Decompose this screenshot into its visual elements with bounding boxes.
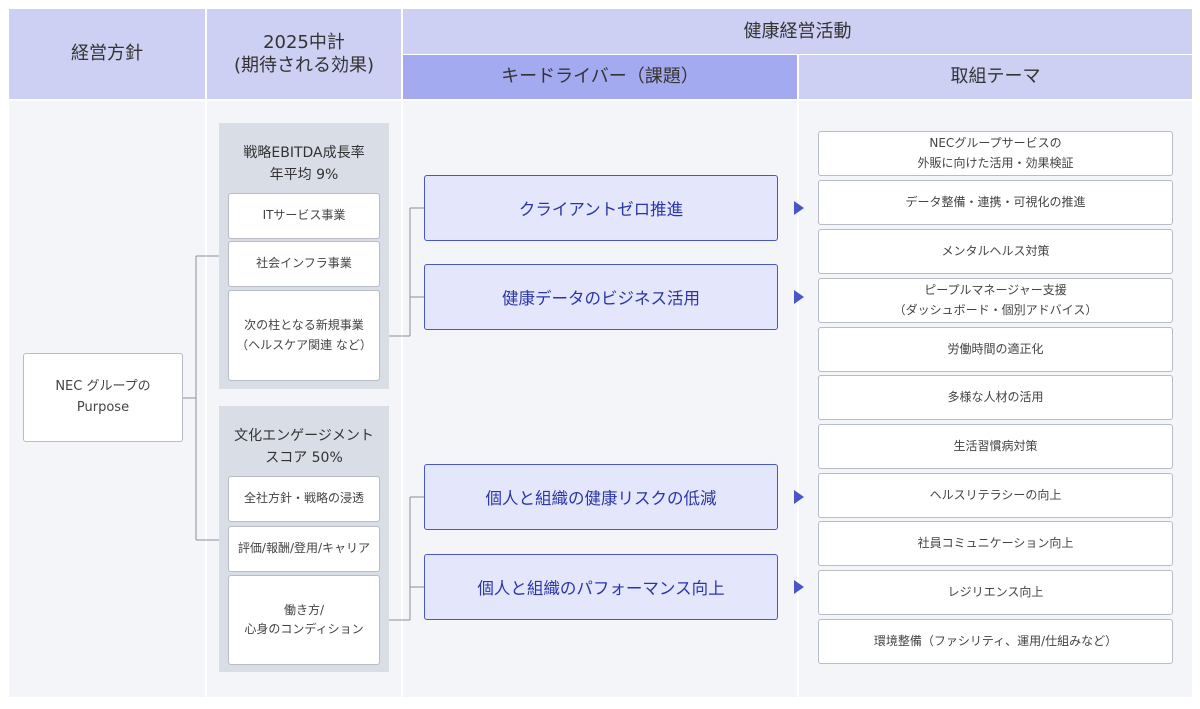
header-plan: 2025中計 (期待される効果)	[207, 9, 401, 99]
theme-label: データ整備・連携・可視化の推進	[905, 194, 1086, 209]
header-themes-label: 取組テーマ	[950, 66, 1041, 88]
theme-label: 多様な人材の活用	[947, 389, 1044, 404]
goal-item-it-services: ITサービス事業	[228, 193, 380, 239]
driver-health-data: 健康データのビジネス活用	[424, 264, 778, 330]
goal-item-label: 評価/報酬/登用/キャリア	[237, 541, 371, 556]
theme-label: 社員コミュニケーション向上	[917, 535, 1074, 550]
theme-item: 多様な人材の活用	[818, 375, 1173, 420]
driver-label: クライアントゼロ推進	[518, 200, 684, 219]
connector-purpose-panels	[183, 255, 220, 541]
purpose-label: NEC グループの Purpose	[55, 378, 151, 415]
theme-label: 労働時間の適正化	[947, 341, 1044, 356]
header-activity: 健康経営活動	[403, 9, 1192, 54]
driver-label: 健康データのビジネス活用	[502, 289, 700, 308]
driver-performance: 個人と組織のパフォーマンス向上	[424, 554, 778, 620]
theme-item: 環境整備（ファシリティ、運用/仕組みなど）	[818, 619, 1173, 664]
theme-item: データ整備・連携・可視化の推進	[818, 180, 1173, 225]
connector-panel2-drivers	[380, 496, 424, 621]
goal-panel-ebitda-title: 戦略EBITDA成長率 年平均 9%	[243, 145, 365, 183]
theme-item: 労働時間の適正化	[818, 327, 1173, 372]
header-policy-label: 経営方針	[71, 43, 143, 65]
header-drivers: キードライバー（課題）	[403, 55, 797, 99]
theme-item: ピープルマネージャー支援 （ダッシュボード・個別アドバイス）	[818, 278, 1173, 323]
goal-panel-engagement-title: 文化エンゲージメント スコア 50%	[234, 428, 374, 466]
arrow-right-icon	[794, 290, 804, 304]
theme-item: レジリエンス向上	[818, 570, 1173, 615]
header-drivers-label: キードライバー（課題）	[501, 66, 699, 88]
arrow-right-icon	[794, 201, 804, 215]
purpose-box: NEC グループの Purpose	[23, 353, 183, 442]
goal-item-social-infra: 社会インフラ事業	[228, 241, 380, 287]
theme-label: ピープルマネージャー支援 （ダッシュボード・個別アドバイス）	[893, 283, 1098, 317]
goal-item-new-business: 次の柱となる新規事業 （ヘルスケア関連 など）	[228, 290, 380, 381]
theme-label: ヘルスリテラシーの向上	[929, 487, 1062, 502]
theme-item: ヘルスリテラシーの向上	[818, 473, 1173, 518]
theme-item: 社員コミュニケーション向上	[818, 521, 1173, 566]
goal-item-evaluation: 評価/報酬/登用/キャリア	[228, 526, 380, 572]
theme-item: メンタルヘルス対策	[818, 229, 1173, 274]
theme-label: 生活習慣病対策	[953, 438, 1038, 453]
header-policy: 経営方針	[9, 9, 205, 99]
goal-item-label: 次の柱となる新規事業 （ヘルスケア関連 など）	[236, 318, 372, 352]
theme-item: 生活習慣病対策	[818, 424, 1173, 469]
arrow-right-icon	[794, 580, 804, 594]
goal-item-policy-penetration: 全社方針・戦略の浸透	[228, 476, 380, 522]
theme-item: NECグループサービスの 外販に向けた活用・効果検証	[818, 131, 1173, 176]
driver-label: 個人と組織の健康リスクの低減	[485, 489, 717, 508]
connector-panel1-drivers	[380, 207, 424, 337]
driver-label: 個人と組織のパフォーマンス向上	[477, 579, 725, 598]
driver-client-zero: クライアントゼロ推進	[424, 175, 778, 241]
goal-item-label: ITサービス事業	[262, 208, 346, 223]
theme-label: 環境整備（ファシリティ、運用/仕組みなど）	[873, 633, 1118, 648]
driver-health-risk: 個人と組織の健康リスクの低減	[424, 464, 778, 530]
header-themes: 取組テーマ	[799, 55, 1192, 99]
header-plan-label: 2025中計 (期待される効果)	[233, 31, 375, 76]
goal-item-label: 働き方/ 心身のコンディション	[244, 602, 364, 636]
header-activity-label: 健康経営活動	[743, 20, 852, 42]
goal-item-work-style: 働き方/ 心身のコンディション	[228, 575, 380, 665]
theme-label: メンタルヘルス対策	[941, 243, 1050, 258]
theme-label: レジリエンス向上	[947, 584, 1044, 599]
goal-item-label: 全社方針・戦略の浸透	[243, 491, 364, 506]
goal-item-label: 社会インフラ事業	[256, 256, 352, 271]
arrow-right-icon	[794, 490, 804, 504]
goal-panel-engagement: 文化エンゲージメント スコア 50% 全社方針・戦略の浸透 評価/報酬/登用/キ…	[219, 406, 389, 672]
goal-panel-ebitda: 戦略EBITDA成長率 年平均 9% ITサービス事業 社会インフラ事業 次の柱…	[219, 123, 389, 389]
theme-label: NECグループサービスの 外販に向けた活用・効果検証	[917, 136, 1074, 170]
